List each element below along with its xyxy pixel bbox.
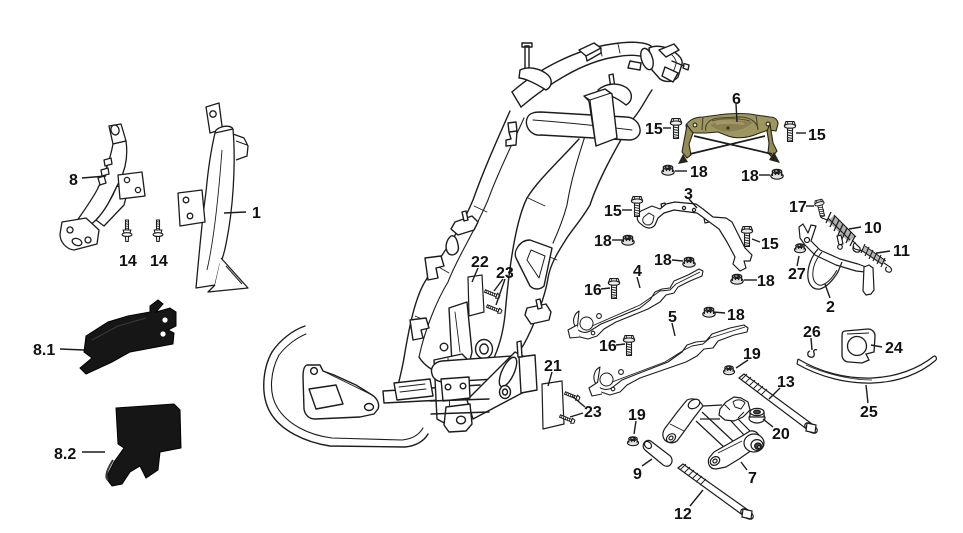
- svg-text:20: 20: [772, 426, 790, 443]
- svg-text:7: 7: [748, 470, 757, 487]
- svg-text:15: 15: [761, 236, 779, 253]
- svg-text:9: 9: [633, 466, 642, 483]
- svg-text:18: 18: [757, 273, 775, 290]
- svg-text:18: 18: [741, 168, 759, 185]
- svg-text:5: 5: [668, 309, 677, 326]
- svg-text:11: 11: [893, 243, 910, 260]
- svg-text:18: 18: [690, 164, 708, 181]
- svg-text:19: 19: [743, 346, 761, 363]
- svg-text:15: 15: [645, 121, 663, 138]
- svg-text:2: 2: [826, 299, 835, 316]
- svg-text:26: 26: [803, 324, 821, 341]
- svg-text:12: 12: [674, 506, 692, 523]
- svg-text:14: 14: [150, 253, 168, 270]
- svg-text:21: 21: [544, 358, 562, 375]
- svg-text:18: 18: [727, 307, 745, 324]
- svg-text:25: 25: [860, 404, 878, 421]
- svg-text:16: 16: [599, 338, 617, 355]
- svg-text:24: 24: [885, 340, 903, 357]
- svg-text:8.2: 8.2: [54, 446, 76, 463]
- svg-text:3: 3: [684, 186, 693, 203]
- svg-text:17: 17: [789, 199, 807, 216]
- svg-text:15: 15: [604, 203, 622, 220]
- svg-text:10: 10: [864, 220, 882, 237]
- svg-text:1: 1: [252, 205, 261, 222]
- svg-text:23: 23: [584, 404, 602, 421]
- svg-text:6: 6: [732, 91, 741, 108]
- svg-text:16: 16: [584, 282, 602, 299]
- svg-text:4: 4: [633, 263, 642, 280]
- svg-text:18: 18: [594, 233, 612, 250]
- svg-text:27: 27: [788, 266, 806, 283]
- svg-text:15: 15: [808, 127, 826, 144]
- svg-text:23: 23: [496, 265, 514, 282]
- svg-text:8: 8: [69, 172, 78, 189]
- svg-text:19: 19: [628, 407, 646, 424]
- svg-text:13: 13: [777, 374, 795, 391]
- svg-text:14: 14: [119, 253, 137, 270]
- svg-text:18: 18: [654, 252, 672, 269]
- svg-text:8.1: 8.1: [33, 342, 55, 359]
- svg-text:22: 22: [471, 254, 489, 271]
